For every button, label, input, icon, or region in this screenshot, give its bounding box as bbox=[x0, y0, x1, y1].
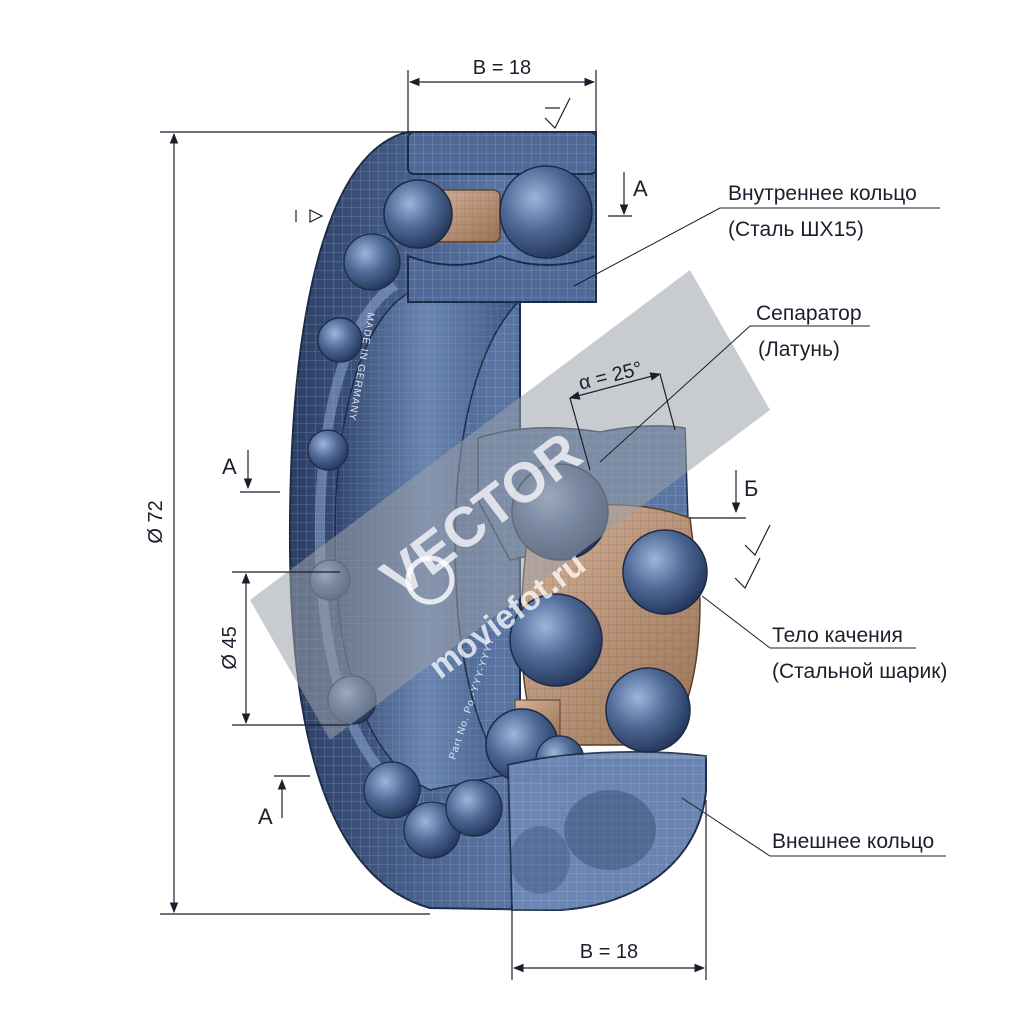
dim-width-top: B = 18 bbox=[473, 57, 531, 79]
callout-cage-name: Сепаратор bbox=[756, 302, 862, 325]
watermark-logo-icon bbox=[405, 555, 455, 605]
ball-left-2 bbox=[317, 317, 363, 363]
dimension-lines: B = 18 B = 18 Ø 72 Ø 45 α = 25° bbox=[145, 57, 771, 980]
section-mark-a-top: A bbox=[633, 176, 648, 201]
ball-cut-2 bbox=[622, 529, 708, 615]
ball-cut-3 bbox=[509, 593, 603, 687]
dim-width-bottom: B = 18 bbox=[580, 941, 638, 963]
ball-left-1 bbox=[343, 233, 401, 291]
ball-bottom-3 bbox=[445, 779, 503, 837]
ball-top-right bbox=[499, 165, 593, 259]
ball-top-left bbox=[383, 179, 453, 249]
callout-outer-ring-name: Внешнее кольцо bbox=[772, 830, 934, 853]
callout-rolling-element-material: (Стальной шарик) bbox=[772, 660, 947, 683]
callout-rolling-element-name: Тело качения bbox=[772, 624, 903, 647]
section-mark-b-right: Б bbox=[744, 476, 758, 501]
dim-bore-diameter: Ø 45 bbox=[219, 626, 241, 669]
callout-cage-material: (Латунь) bbox=[758, 338, 840, 361]
callouts: Внутреннее кольцо (Сталь ШХ15) Сепаратор… bbox=[573, 182, 947, 857]
ball-left-3 bbox=[307, 429, 349, 471]
section-marks: A A A Б bbox=[222, 172, 758, 829]
callout-inner-ring-name: Внутреннее кольцо bbox=[728, 182, 917, 205]
ball-cut-4 bbox=[605, 667, 691, 753]
dim-outer-diameter: Ø 72 bbox=[145, 500, 167, 543]
callout-inner-ring-material: (Сталь ШХ15) bbox=[728, 218, 864, 241]
ball-bottom-1 bbox=[363, 761, 421, 819]
section-mark-a-bottom: A bbox=[258, 804, 273, 829]
section-mark-a-left: A bbox=[222, 454, 237, 479]
